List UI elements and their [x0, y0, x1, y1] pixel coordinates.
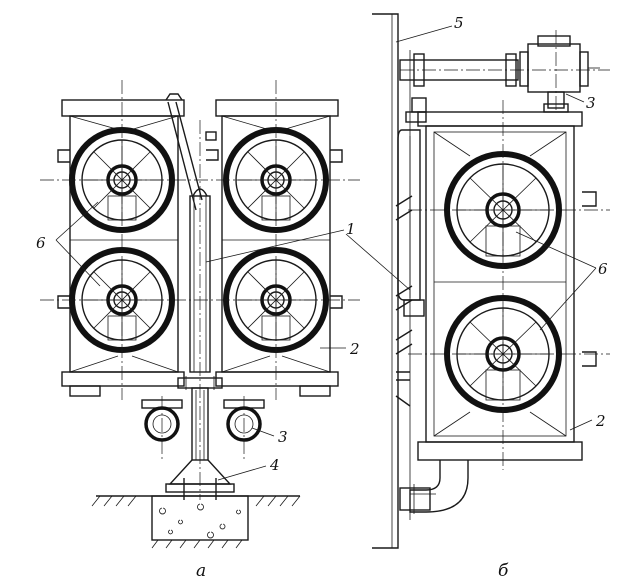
fans-view-b [408, 100, 610, 470]
side-collector [395, 97, 431, 514]
label-5: 5 [454, 14, 464, 32]
label-1: 1 [346, 220, 356, 238]
caption-view-a: а [196, 561, 206, 581]
leaders-view-a [55, 201, 346, 481]
label-4: 4 [269, 456, 280, 474]
caption-view-b: б [498, 561, 509, 581]
wall-frame [372, 13, 411, 549]
leaders-view-b [345, 25, 597, 431]
label-6-view-a: 6 [36, 234, 46, 252]
centerlines-view-a [40, 80, 360, 500]
right-cooler-block [215, 99, 343, 387]
label-3-view-b: 3 [586, 94, 596, 112]
label-6-view-b: 6 [598, 260, 608, 278]
view-b: 5 3 6 2 б [345, 13, 610, 581]
label-2-view-a: 2 [349, 340, 360, 358]
foundation [91, 495, 301, 549]
cooler-body-view-b [409, 111, 597, 513]
label-2-view-b: 2 [595, 412, 606, 430]
left-cooler-block [57, 99, 185, 387]
label-3-view-a: 3 [278, 428, 288, 446]
view-a: 6 1 2 3 4 а [36, 80, 360, 581]
central-column [69, 93, 331, 500]
valves-view-a [141, 396, 265, 460]
top-pipe [399, 30, 610, 113]
